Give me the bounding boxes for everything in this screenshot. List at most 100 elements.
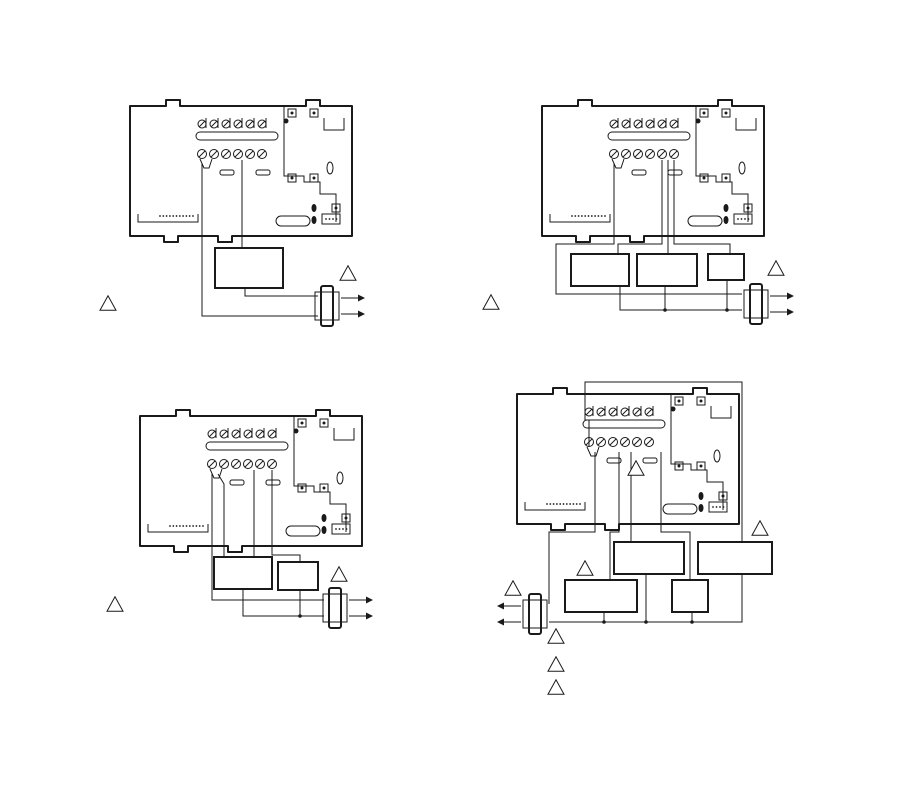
wire-load-out <box>245 288 318 296</box>
strip-dot <box>186 525 188 527</box>
note-callout-triangle-4 <box>483 295 499 309</box>
connector-pin <box>724 216 729 224</box>
switch-terminal-screw <box>323 487 326 490</box>
junction-dot <box>602 620 606 624</box>
switch-terminal-screw <box>722 495 725 498</box>
note-callout-triangle-11 <box>548 629 564 643</box>
note-callout-triangle-10 <box>505 581 521 595</box>
connector-pin <box>332 218 334 220</box>
strip-dot <box>169 215 171 217</box>
connector-pin <box>312 204 317 212</box>
strip-dot <box>553 503 555 505</box>
strip-dot <box>179 525 181 527</box>
strip-dot <box>176 525 178 527</box>
load-box-4 <box>672 580 708 612</box>
connector-pin <box>724 204 729 212</box>
power-connector-bottom-right <box>497 594 547 634</box>
device-bottom-right <box>517 388 739 530</box>
strip-dot <box>192 525 194 527</box>
strip-dot <box>176 215 178 217</box>
switch-terminal-screw <box>301 422 304 425</box>
note-callout-triangle-3 <box>768 261 784 275</box>
switch-terminal-screw <box>747 207 750 210</box>
connector-pin <box>312 216 317 224</box>
strip-dot <box>169 525 171 527</box>
lead-arrow-icon <box>497 603 504 610</box>
strip-dot <box>202 525 204 527</box>
connector-pin <box>342 528 344 530</box>
switch-terminal-screw <box>301 487 304 490</box>
note-callout-triangle-9 <box>577 561 593 575</box>
strip-dot <box>189 215 191 217</box>
junction-dot <box>725 308 729 312</box>
note-callout-triangle-13 <box>548 680 564 694</box>
connector-pin <box>723 506 725 508</box>
load-box <box>215 248 283 288</box>
load-box-3 <box>565 580 637 612</box>
lead-arrow-icon <box>787 293 794 300</box>
lead-arrow-icon <box>366 613 373 620</box>
switch-terminal-screw <box>725 112 728 115</box>
strip-dot <box>186 215 188 217</box>
note-callout-triangle-1 <box>340 266 356 280</box>
switch-terminal-screw <box>700 465 703 468</box>
switch-terminal-screw <box>291 177 294 180</box>
strip-dot <box>189 525 191 527</box>
strip-dot <box>199 525 201 527</box>
strip-dot <box>162 215 164 217</box>
strip-dot <box>594 215 596 217</box>
device-top-right <box>542 100 764 242</box>
load-box-1 <box>214 557 272 589</box>
strip-dot <box>192 215 194 217</box>
connector-pin <box>699 504 704 512</box>
strip-dot <box>182 525 184 527</box>
load-box-2 <box>637 254 697 286</box>
strip-dot <box>584 215 586 217</box>
load-box-1 <box>571 254 629 286</box>
switch-terminal-screw <box>678 400 681 403</box>
connector-pin <box>322 514 327 522</box>
strip-dot <box>182 215 184 217</box>
connector-pin <box>339 528 341 530</box>
switch-terminal-screw <box>703 177 706 180</box>
connector-pin <box>712 506 714 508</box>
junction-dot <box>298 614 302 618</box>
strip-dot <box>172 525 174 527</box>
junction-dot <box>690 620 694 624</box>
connector-pin <box>719 506 721 508</box>
strip-dot <box>574 215 576 217</box>
strip-dot <box>172 215 174 217</box>
strip-dot <box>571 215 573 217</box>
power-connector-top-left <box>315 286 365 326</box>
load-box-2 <box>698 542 772 574</box>
switch-terminal-screw <box>335 207 338 210</box>
lead-arrow-icon <box>358 295 365 302</box>
switch-terminal-screw <box>313 112 316 115</box>
power-connector-bottom-left <box>323 588 373 628</box>
device-top-left <box>130 100 352 242</box>
strip-dot <box>598 215 600 217</box>
switch-terminal-screw <box>703 112 706 115</box>
wire-return <box>243 589 324 616</box>
connector-pin <box>737 218 739 220</box>
switch-terminal-screw <box>678 465 681 468</box>
connector-pin <box>716 506 718 508</box>
note-callout-triangle-12 <box>548 657 564 671</box>
connector-pin <box>346 528 348 530</box>
load-box-1 <box>614 542 684 574</box>
switch-terminal-screw <box>313 177 316 180</box>
strip-dot <box>578 215 580 217</box>
connector-pin <box>322 526 327 534</box>
strip-dot <box>566 503 568 505</box>
strip-dot <box>159 215 161 217</box>
switch-terminal-screw <box>345 517 348 520</box>
strip-dot <box>549 503 551 505</box>
device-bottom-left <box>140 410 362 552</box>
lead-arrow-icon <box>787 309 794 316</box>
strip-dot <box>579 503 581 505</box>
note-callout-triangle-8 <box>752 521 768 535</box>
note-callout-triangle-2 <box>100 296 116 310</box>
strip-dot <box>576 503 578 505</box>
strip-dot <box>601 215 603 217</box>
switch-terminal-screw <box>291 112 294 115</box>
